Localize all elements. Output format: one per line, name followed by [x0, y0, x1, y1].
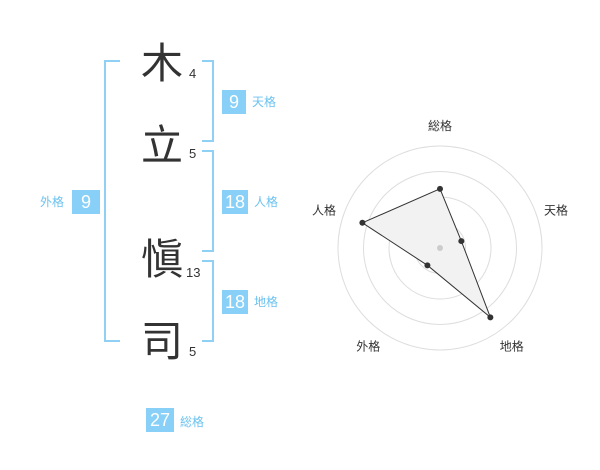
radar-point-0: [437, 185, 443, 192]
stroke-count-4: 5: [189, 344, 197, 359]
radar-axis-label-1: 天格: [544, 202, 568, 217]
name-char-1: 木: [140, 39, 183, 88]
tenkaku-bracket: [202, 60, 214, 142]
stroke-count-1: 4: [189, 66, 197, 81]
name-char-3: 愼: [140, 235, 183, 284]
tenkaku-value: 9: [222, 90, 246, 114]
radar-polygon: [361, 188, 492, 319]
radar-point-1: [458, 238, 465, 245]
radar-point-4: [359, 219, 366, 226]
radar-point-2: [487, 314, 494, 321]
jinkaku-bracket: [202, 150, 214, 252]
stroke-count-2: 5: [189, 146, 197, 161]
radar-ring-4: [337, 145, 543, 351]
radar-center: [437, 245, 443, 251]
gaikaku-value: 9: [72, 190, 100, 214]
chikaku-bracket: [202, 260, 214, 342]
radar-axis-label-0: 総格: [428, 118, 452, 133]
radar-axis-label-3: 外格: [356, 339, 380, 354]
stroke-count-3: 13: [186, 265, 201, 280]
jinkaku-value: 18: [222, 190, 248, 214]
gaikaku-bracket: [104, 60, 120, 342]
chikaku-value: 18: [222, 290, 248, 314]
radar-point-3: [424, 262, 431, 269]
soukaku-label: 総格: [180, 415, 205, 429]
radar-axis-label-4: 人格: [312, 202, 336, 217]
name-char-4: 司: [140, 317, 183, 366]
radar-ring-3: [363, 171, 517, 325]
name-char-2: 立: [140, 121, 183, 170]
soukaku-value: 27: [146, 408, 174, 432]
tenkaku-label: 天格: [252, 95, 277, 109]
gaikaku-label: 外格: [40, 195, 65, 209]
radar-axis-label-2: 地格: [500, 339, 524, 354]
chikaku-label: 地格: [254, 295, 279, 309]
jinkaku-label: 人格: [254, 195, 279, 209]
